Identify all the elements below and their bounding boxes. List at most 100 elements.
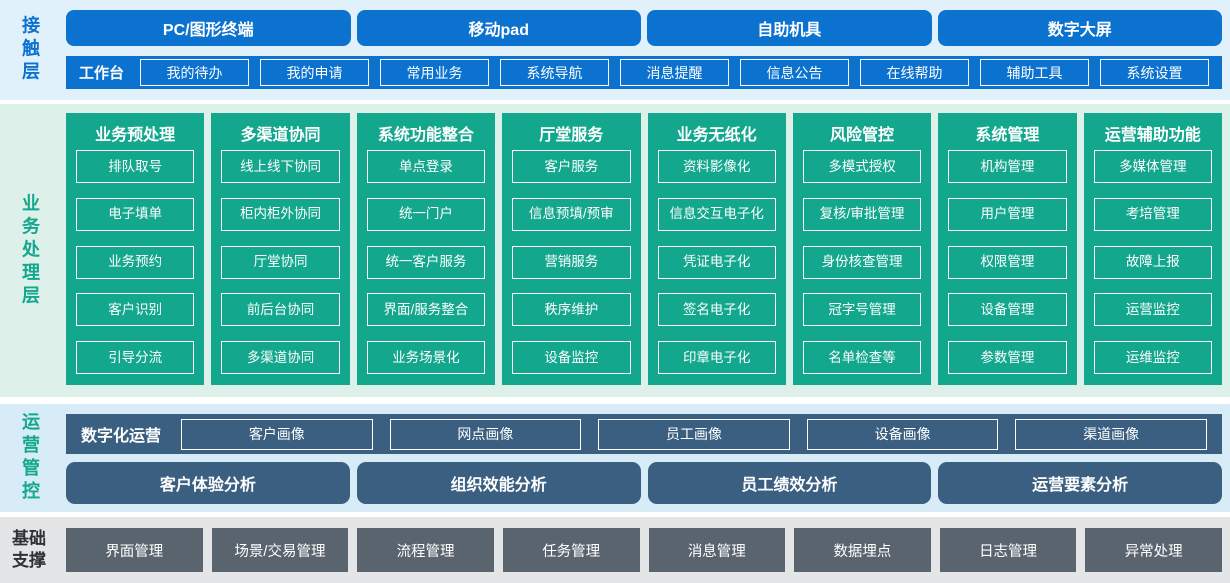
function-item: 线上线下协同 [221,150,340,183]
workbench-bar: 工作台 我的待办 我的申请 常用业务 系统导航 消息提醒 信息公告 在线帮助 辅… [66,56,1222,89]
column-system-function-integration: 系统功能整合 单点登录 统一门户 统一客户服务 界面/服务整合 业务场景化 [356,113,496,385]
terminal-mobile-pad: 移动pad [356,10,641,46]
function-item: 身份核查管理 [802,245,922,279]
function-item: 设备监控 [512,341,631,374]
function-item: 客户服务 [512,150,631,183]
function-item: 多媒体管理 [1093,150,1212,183]
function-item: 考培管理 [1093,197,1212,231]
function-item: 名单检查等 [802,341,922,374]
foundation-data-tracking: 数据埋点 [794,528,931,572]
function-item: 多渠道协同 [221,341,340,374]
portrait-customer: 客户画像 [181,418,373,450]
function-item: 统一客户服务 [366,245,486,279]
function-item: 故障上报 [1093,245,1212,279]
portrait-branch: 网点画像 [389,418,582,450]
foundation-exception-handling: 异常处理 [1085,528,1222,572]
function-item: 电子填单 [76,197,195,231]
column-title: 业务无纸化 [676,127,757,144]
analysis-customer-experience: 客户体验分析 [66,462,350,504]
workbench-item-common-business: 常用业务 [380,59,490,86]
function-item: 冠字号管理 [802,293,922,327]
portrait-device: 设备画像 [806,418,999,450]
function-item: 复核/审批管理 [802,197,922,231]
function-item: 运维监控 [1093,341,1212,374]
column-title: 运营辅助功能 [1104,127,1201,144]
foundation-row: 界面管理 场景/交易管理 流程管理 任务管理 消息管理 数据埋点 日志管理 异常… [66,528,1222,572]
column-title: 风险管控 [830,127,895,144]
column-title: 业务预处理 [95,127,176,144]
column-title: 系统功能整合 [377,127,474,144]
foundation-support-band: 基础支撑 界面管理 场景/交易管理 流程管理 任务管理 消息管理 数据埋点 日志… [0,517,1230,583]
column-hall-service: 厅堂服务 客户服务 信息预填/预审 营销服务 秩序维护 设备监控 [502,113,641,385]
function-item: 秩序维护 [512,293,631,327]
function-item: 排队取号 [76,150,195,183]
business-processing-label: 业务处理层 [20,193,40,308]
digital-operations-bar: 数字化运营 客户画像 网点画像 员工画像 设备画像 渠道画像 [66,414,1222,454]
workbench-item-online-help: 在线帮助 [860,59,970,86]
terminal-self-service: 自助机具 [647,10,932,46]
function-item: 凭证电子化 [657,245,776,279]
workbench-item-info-announcement: 信息公告 [740,59,850,86]
analysis-row: 客户体验分析 组织效能分析 员工绩效分析 运营要素分析 [66,462,1222,504]
function-item: 柜内柜外协同 [221,197,340,231]
function-item: 参数管理 [948,341,1067,374]
function-item: 前后台协同 [221,293,340,327]
column-title: 厅堂服务 [539,127,604,144]
function-columns: 业务预处理 排队取号 电子填单 业务预约 客户识别 引导分流 多渠道协同 线上线… [66,113,1222,385]
function-item: 单点登录 [366,150,486,183]
column-operation-auxiliary: 运营辅助功能 多媒体管理 考培管理 故障上报 运营监控 运维监控 [1083,113,1222,385]
function-item: 统一门户 [366,197,486,231]
workbench-item-auxiliary-tools: 辅助工具 [980,59,1090,86]
terminal-pc-graphics: PC/图形终端 [66,10,351,46]
function-item: 界面/服务整合 [366,293,486,327]
contact-layer-band: 接触层 PC/图形终端 移动pad 自助机具 数字大屏 工作台 我的待办 我的申… [0,0,1230,100]
column-title: 系统管理 [975,127,1040,144]
column-risk-control: 风险管控 多模式授权 复核/审批管理 身份核查管理 冠字号管理 名单检查等 [792,113,932,385]
business-processing-band: 业务处理层 业务预处理 排队取号 电子填单 业务预约 客户识别 引导分流 多渠道… [0,104,1230,397]
workbench-item-message-reminder: 消息提醒 [620,59,730,86]
portrait-channel: 渠道画像 [1015,418,1207,450]
workbench-item-my-applications: 我的申请 [260,59,370,86]
workbench-item-my-todo: 我的待办 [140,59,250,86]
function-item: 用户管理 [948,197,1067,231]
column-title: 多渠道协同 [240,127,321,144]
analysis-employee-performance: 员工绩效分析 [647,462,932,504]
foundation-scene-txn-management: 场景/交易管理 [211,528,349,572]
foundation-ui-management: 界面管理 [66,528,203,572]
workbench-item-system-navigation: 系统导航 [500,59,610,86]
contact-layer-label: 接触层 [20,15,40,85]
foundation-message-management: 消息管理 [648,528,786,572]
workbench-label: 工作台 [79,65,125,82]
foundation-task-management: 任务管理 [502,528,640,572]
function-item: 营销服务 [512,245,631,279]
column-system-management: 系统管理 机构管理 用户管理 权限管理 设备管理 参数管理 [938,113,1077,385]
digital-operations-label: 数字化运营 [81,428,162,445]
function-item: 客户识别 [76,293,195,327]
function-item: 设备管理 [948,293,1067,327]
function-item: 业务预约 [76,245,195,279]
terminal-row: PC/图形终端 移动pad 自助机具 数字大屏 [66,10,1222,46]
operations-control-band: 运营管控 数字化运营 客户画像 网点画像 员工画像 设备画像 渠道画像 客户体验… [0,404,1230,512]
portrait-employee: 员工画像 [598,418,790,450]
terminal-digital-screen: 数字大屏 [937,10,1222,46]
column-paperless-business: 业务无纸化 资料影像化 信息交互电子化 凭证电子化 签名电子化 印章电子化 [647,113,786,385]
column-business-preprocessing: 业务预处理 排队取号 电子填单 业务预约 客户识别 引导分流 [66,113,205,385]
function-item: 信息交互电子化 [657,197,776,231]
function-item: 多模式授权 [802,150,922,183]
function-item: 权限管理 [948,245,1067,279]
column-multichannel-collaboration: 多渠道协同 线上线下协同 柜内柜外协同 厅堂协同 前后台协同 多渠道协同 [211,113,350,385]
foundation-log-management: 日志管理 [939,528,1077,572]
foundation-process-management: 流程管理 [357,528,494,572]
operations-control-label: 运营管控 [20,412,40,504]
foundation-support-label: 基础支撑 [12,528,46,570]
function-item: 引导分流 [76,341,195,374]
analysis-operation-elements: 运营要素分析 [938,462,1222,504]
analysis-org-efficiency: 组织效能分析 [356,462,641,504]
function-item: 厅堂协同 [221,245,340,279]
function-item: 资料影像化 [657,150,776,183]
function-item: 信息预填/预审 [512,197,631,231]
function-item: 运营监控 [1093,293,1212,327]
function-item: 签名电子化 [657,293,776,327]
workbench-item-system-settings: 系统设置 [1100,59,1210,86]
function-item: 机构管理 [948,150,1067,183]
